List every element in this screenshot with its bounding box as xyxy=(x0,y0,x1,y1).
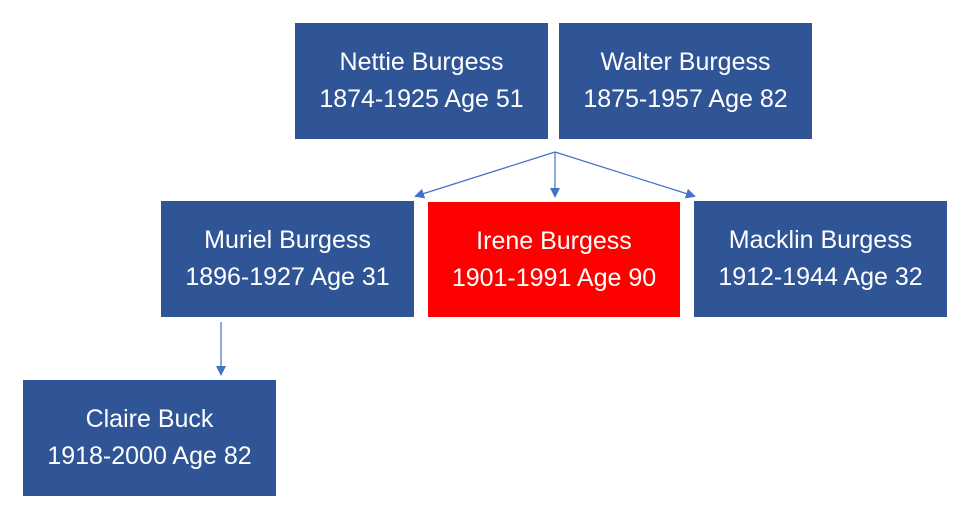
arrow-to-macklin xyxy=(554,151,696,199)
person-dates: 1896-1927 Age 31 xyxy=(185,263,390,291)
person-box-macklin[interactable]: Macklin Burgess 1912-1944 Age 32 xyxy=(694,201,947,317)
person-name: Walter Burgess xyxy=(600,48,771,76)
person-dates: 1875-1957 Age 82 xyxy=(583,85,788,113)
person-name: Claire Buck xyxy=(85,405,214,433)
person-dates: 1874-1925 Age 51 xyxy=(319,85,524,113)
person-dates: 1901-1991 Age 90 xyxy=(451,263,657,292)
person-name: Irene Burgess xyxy=(476,226,632,255)
person-box-claire[interactable]: Claire Buck 1918-2000 Age 82 xyxy=(23,380,276,496)
person-box-irene[interactable]: Irene Burgess 1901-1991 Age 90 xyxy=(428,202,680,317)
person-box-muriel[interactable]: Muriel Burgess 1896-1927 Age 31 xyxy=(161,201,414,317)
person-dates: 1918-2000 Age 82 xyxy=(47,442,252,470)
person-dates: 1912-1944 Age 32 xyxy=(718,263,923,291)
person-name: Muriel Burgess xyxy=(204,226,371,254)
person-box-walter[interactable]: Walter Burgess 1875-1957 Age 82 xyxy=(559,23,812,139)
person-box-nettie[interactable]: Nettie Burgess 1874-1925 Age 51 xyxy=(295,23,548,139)
person-name: Nettie Burgess xyxy=(339,48,504,76)
person-name: Macklin Burgess xyxy=(728,226,913,254)
arrow-to-muriel xyxy=(414,151,556,199)
